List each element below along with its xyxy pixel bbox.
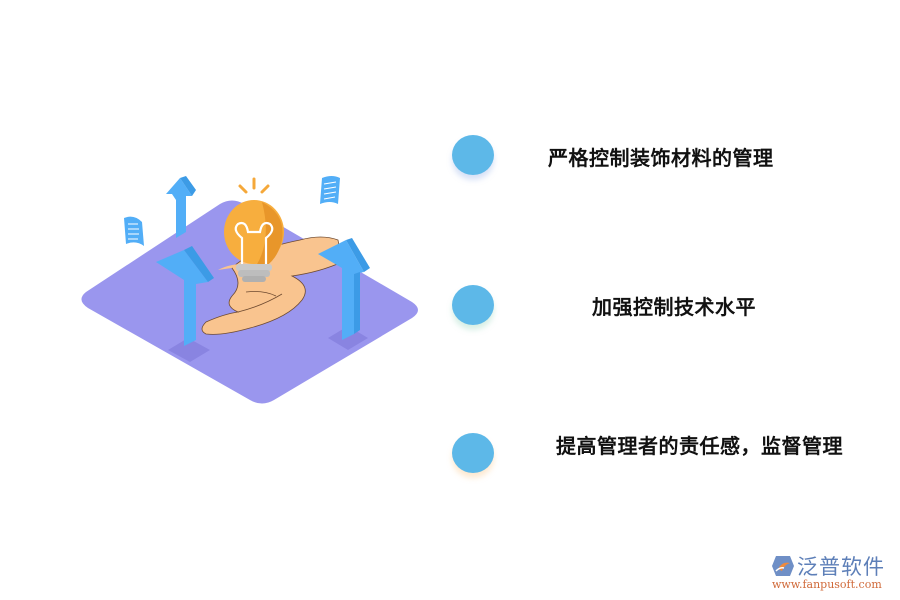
logo-name: 泛普软件 (797, 555, 885, 579)
up-arrow-icon (156, 246, 214, 346)
list-item-text: 加强控制技术水平 (592, 295, 756, 319)
bullet-dot (452, 285, 494, 325)
up-arrow-icon (318, 238, 370, 340)
lightbulb-icon (224, 177, 284, 282)
logo-mark-icon (772, 556, 794, 576)
up-arrow-icon (166, 176, 196, 238)
bullet-dot (452, 433, 494, 473)
document-icon (124, 216, 144, 246)
list-item-text: 提高管理者的责任感，监督管理 (556, 434, 843, 458)
arrow-shadow (168, 338, 210, 362)
logo-url: www.fanpusoft.com (772, 578, 882, 591)
list-item-text: 严格控制装饰材料的管理 (548, 146, 774, 170)
arrow-shadow (328, 326, 368, 350)
brand-logo: 泛普软件 www.fanpusoft.com (770, 551, 895, 593)
bullet-dot (452, 135, 494, 175)
document-icon (320, 176, 340, 204)
